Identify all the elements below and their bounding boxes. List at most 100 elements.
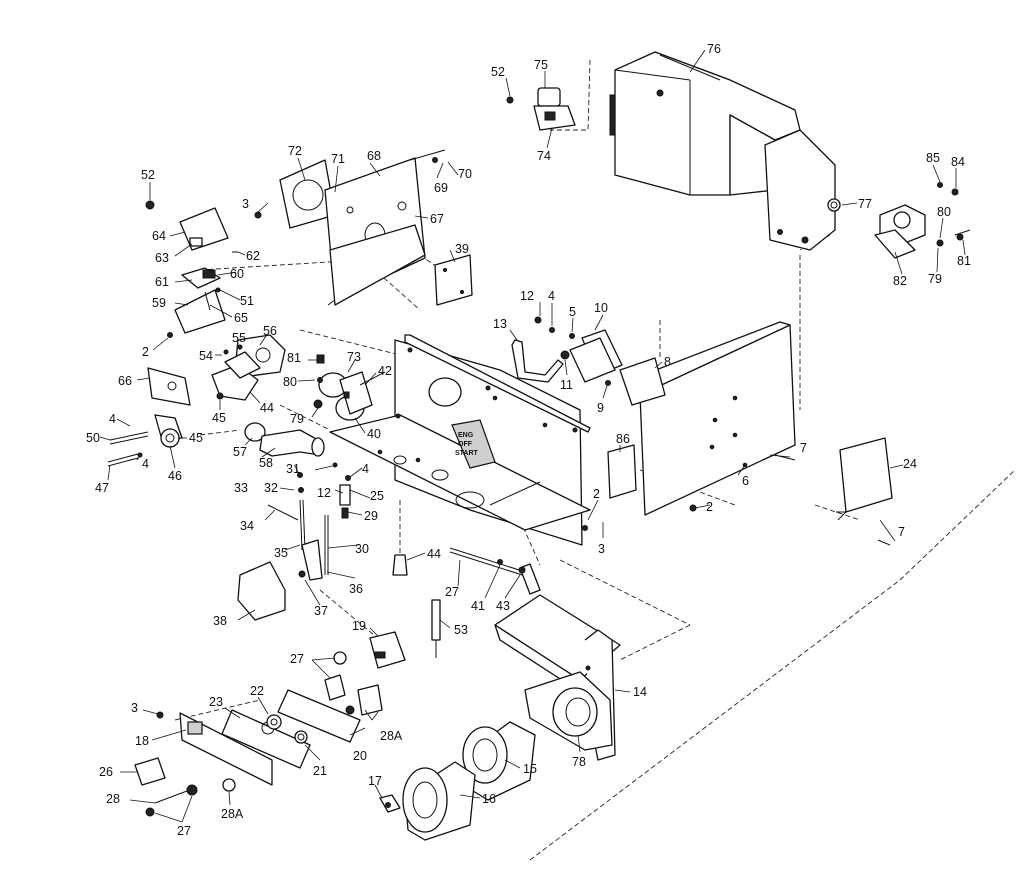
callout-50: 47 [95, 481, 109, 495]
callout-14: 14 [633, 685, 647, 699]
callout-69: 68 [367, 149, 381, 163]
callout-12b: 12 [317, 486, 331, 500]
callout-22: 22 [250, 684, 264, 698]
callout-7a: 7 [800, 441, 807, 455]
callout-77: 76 [707, 42, 721, 56]
callout-2c: 2 [706, 500, 713, 514]
filter-cylinders [402, 721, 536, 841]
callout-8: 8 [664, 355, 671, 369]
small-side-panel [607, 444, 637, 499]
callout-43: 42 [378, 364, 392, 378]
callout-80a: 79 [928, 272, 942, 286]
control-plate-group [156, 689, 361, 786]
callout-45b: 44 [427, 547, 441, 561]
callout-28a: 27 [290, 652, 304, 666]
callout-33: 32 [264, 481, 278, 495]
callout-10: 10 [594, 301, 608, 315]
callout-13: 13 [493, 317, 507, 331]
callout-7b: 7 [898, 525, 905, 539]
callout-17: 17 [368, 774, 382, 788]
mount-bracket [167, 289, 226, 338]
carburetor [211, 334, 286, 401]
callout-72: 71 [331, 152, 345, 166]
callout-56: 55 [232, 331, 246, 345]
callout-2a: 2 [142, 345, 149, 359]
callout-36: 35 [274, 546, 288, 560]
callout-3c: 3 [131, 701, 138, 715]
callout-53b: 52 [141, 168, 155, 182]
callout-70: 69 [434, 181, 448, 195]
callout-80b: 79 [290, 412, 304, 426]
callout-40: 39 [455, 242, 469, 256]
callout-53a: 52 [491, 65, 505, 79]
callout-6: 6 [742, 474, 749, 488]
callout-4d: 4 [362, 462, 369, 476]
callout-75: 74 [537, 149, 551, 163]
fuel-line [511, 316, 575, 383]
callout-59: 58 [259, 456, 273, 470]
callout-2b: 2 [593, 487, 600, 501]
hose-clip [379, 794, 401, 813]
callout-51: 50 [86, 431, 100, 445]
callout-61: 60 [230, 267, 244, 281]
callout-47: 46 [168, 469, 182, 483]
main-chassis: ENG OFF START [329, 334, 591, 546]
callout-55: 54 [199, 349, 213, 363]
control-bracket-group [145, 200, 238, 293]
callout-31: 30 [355, 542, 369, 556]
callout-68: 67 [430, 212, 444, 226]
bracket-panels [254, 149, 446, 306]
side-panel [629, 321, 796, 516]
callout-66: 65 [234, 311, 248, 325]
callout-29b: 28A [221, 807, 244, 821]
small-plate [434, 254, 473, 306]
callout-73: 72 [288, 144, 302, 158]
callout-67: 66 [118, 374, 132, 388]
callout-86: 86 [616, 432, 630, 446]
callout-35: 34 [240, 519, 254, 533]
end-cover [689, 437, 893, 546]
callout-21: 21 [313, 764, 327, 778]
callout-32: 31 [286, 462, 300, 476]
switch-components [134, 631, 406, 817]
callout-25: 25 [370, 489, 384, 503]
panel-text-start: START [455, 450, 479, 457]
callout-83: 82 [893, 274, 907, 288]
callout-57: 56 [263, 324, 277, 338]
callout-34: 33 [234, 481, 248, 495]
callout-78: 77 [858, 197, 872, 211]
callout-12a: 12 [520, 289, 534, 303]
fuel-pump-assembly [506, 87, 576, 131]
callout-39: 38 [213, 614, 227, 628]
air-cleaner [313, 354, 386, 421]
callout-84: 84 [951, 155, 965, 169]
callout-28b: 27 [177, 824, 191, 838]
ignition-box [560, 329, 666, 406]
callout-65: 64 [152, 229, 166, 243]
callout-81b: 80 [283, 375, 297, 389]
callout-45a: 44 [260, 401, 274, 415]
callout-24: 24 [903, 457, 917, 471]
callout-74: 73 [347, 350, 361, 364]
linkage-rods [267, 462, 351, 581]
callout-54: 53 [454, 623, 468, 637]
callout-58: 57 [233, 445, 247, 459]
drive-shaft [449, 547, 541, 595]
callout-44: 43 [496, 599, 510, 613]
callout-19: 19 [352, 619, 366, 633]
callout-26: 26 [99, 765, 113, 779]
callout-85: 85 [926, 151, 940, 165]
leader-lines [99, 49, 966, 823]
callout-79: 78 [572, 755, 586, 769]
panel-text-off: OFF [458, 441, 473, 448]
callout-71: 70 [458, 167, 472, 181]
callout-82b: 81 [287, 351, 301, 365]
callout-76: 75 [534, 58, 548, 72]
callout-labels: 52 75 74 76 77 85 84 80 81 79 82 72 71 6… [86, 42, 971, 838]
callout-27: 27 [445, 585, 459, 599]
callout-18: 18 [135, 734, 149, 748]
callout-30: 29 [364, 509, 378, 523]
callout-37: 36 [349, 582, 363, 596]
panel-text-eng: ENG [458, 432, 474, 439]
